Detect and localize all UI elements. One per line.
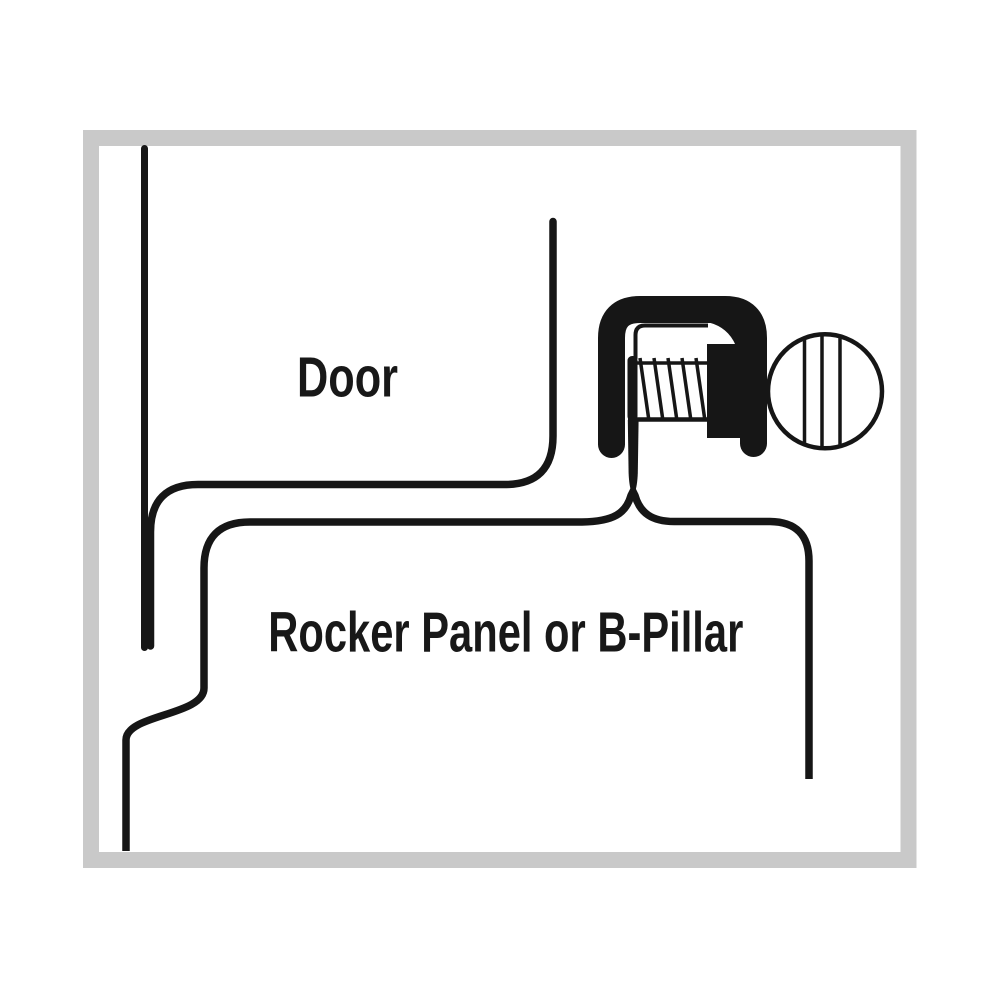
svg-text:Rocker Panel or B-Pillar: Rocker Panel or B-Pillar [268, 601, 743, 664]
svg-text:Door: Door [297, 346, 398, 409]
